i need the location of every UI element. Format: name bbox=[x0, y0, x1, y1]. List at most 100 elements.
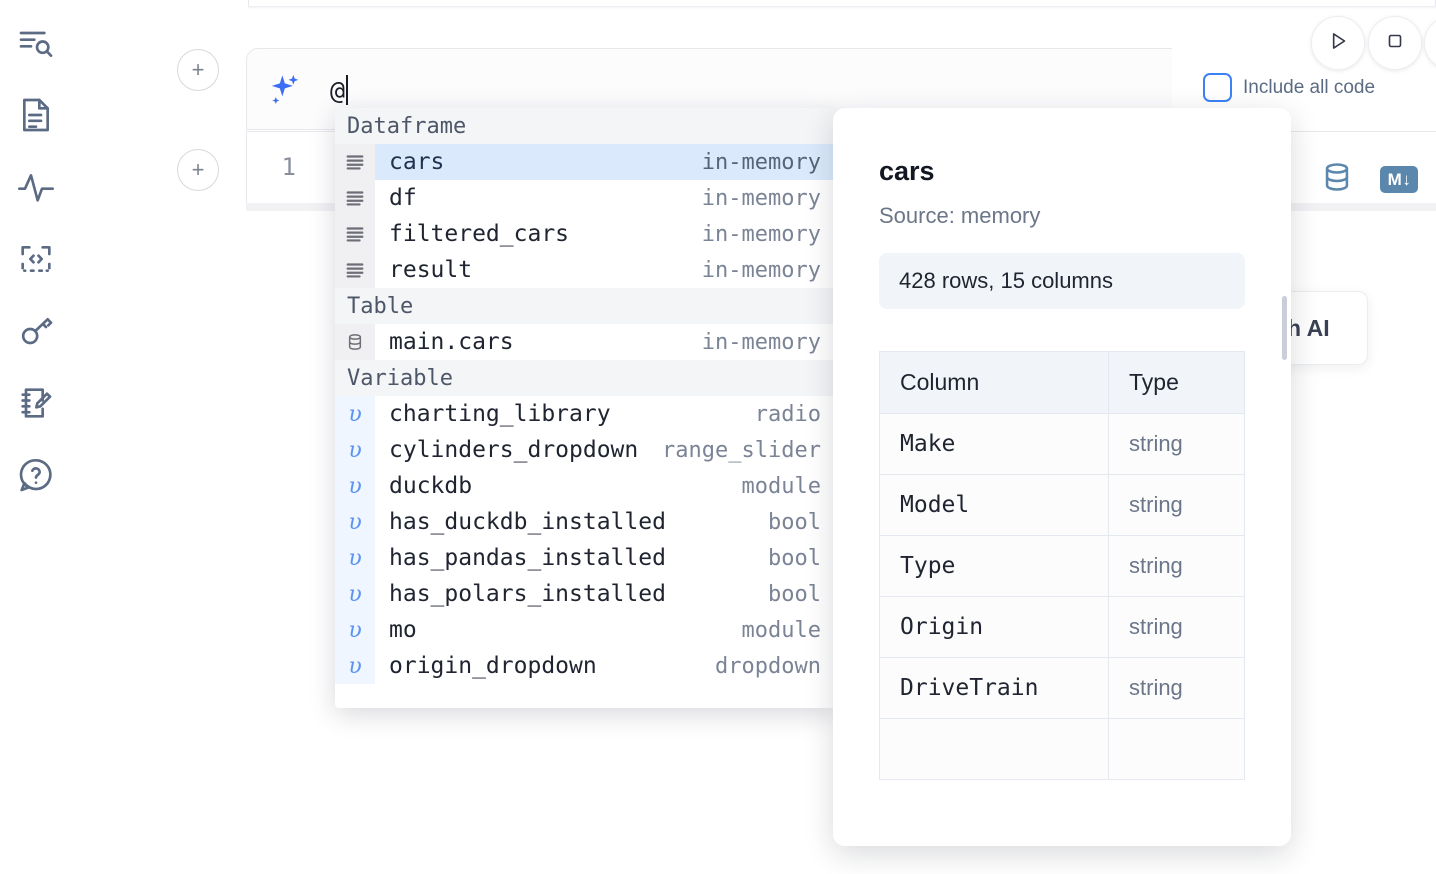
cell-column-name: Make bbox=[879, 413, 1109, 475]
file-explorer-search-icon bbox=[16, 23, 56, 63]
markdown-arrow: ↓ bbox=[1402, 169, 1411, 189]
scratchpad-edit-icon bbox=[16, 383, 56, 423]
cell-column-name: Type bbox=[879, 535, 1109, 597]
autocomplete-item-name: duckdb bbox=[389, 473, 473, 499]
autocomplete-item-type: in-memory bbox=[701, 185, 821, 211]
markdown-icon[interactable]: M↓ bbox=[1380, 166, 1418, 193]
autocomplete-item-name: cars bbox=[389, 149, 445, 175]
database-icon[interactable] bbox=[1320, 160, 1354, 199]
ai-prompt-input[interactable]: @ bbox=[330, 70, 349, 110]
variable-icon: υ bbox=[335, 576, 375, 612]
autocomplete-item[interactable]: main.cars in-memory bbox=[335, 324, 835, 360]
cell-column-type: string bbox=[1108, 413, 1245, 475]
add-cell-button-top[interactable]: + bbox=[177, 49, 219, 91]
details-scrollbar[interactable] bbox=[1282, 296, 1287, 360]
dataframe-list-icon bbox=[335, 144, 375, 180]
previous-cell-shadow bbox=[248, 6, 1436, 9]
autocomplete-item-type: module bbox=[741, 617, 821, 643]
include-all-code-checkbox[interactable] bbox=[1203, 73, 1232, 102]
sidebar-item-snippets[interactable] bbox=[12, 232, 60, 286]
code-snippet-icon bbox=[16, 239, 56, 279]
code-line-number: 1 bbox=[281, 153, 296, 181]
autocomplete-item-name: origin_dropdown bbox=[389, 653, 597, 679]
autocomplete-item-name: main.cars bbox=[389, 329, 514, 355]
header-type: Type bbox=[1108, 351, 1245, 414]
sidebar-item-file-explorer[interactable] bbox=[12, 16, 60, 70]
include-all-code-label: Include all code bbox=[1243, 76, 1376, 98]
details-title: cars bbox=[879, 156, 935, 186]
variable-icon: υ bbox=[335, 396, 375, 432]
stop-cell-button[interactable] bbox=[1368, 16, 1422, 70]
ai-sparkles-icon bbox=[264, 70, 304, 110]
cell-column-name bbox=[879, 718, 1109, 780]
autocomplete-item[interactable]: cars in-memory bbox=[335, 144, 835, 180]
sidebar-item-scratchpad[interactable] bbox=[12, 376, 60, 430]
key-icon bbox=[16, 311, 56, 351]
details-source: Source: memory bbox=[879, 203, 1041, 228]
dataframe-list-icon bbox=[335, 216, 375, 252]
sidebar-item-activity[interactable] bbox=[12, 160, 60, 214]
document-icon bbox=[16, 95, 56, 135]
sidebar-item-secrets[interactable] bbox=[12, 304, 60, 358]
autocomplete-item-type: in-memory bbox=[701, 221, 821, 247]
markdown-letter: M bbox=[1387, 169, 1402, 189]
table-header-row: Column Type bbox=[879, 351, 1245, 414]
code-cell-actions: M↓ bbox=[1320, 160, 1418, 199]
cell-column-type: string bbox=[1108, 596, 1245, 658]
play-icon bbox=[1325, 28, 1351, 59]
autocomplete-item-type: in-memory bbox=[701, 257, 821, 283]
variable-icon: υ bbox=[335, 612, 375, 648]
sidebar-item-notebook[interactable] bbox=[12, 88, 60, 142]
details-fade-overlay bbox=[833, 776, 1291, 846]
autocomplete-item-type: bool bbox=[768, 545, 821, 571]
autocomplete-item-name: cylinders_dropdown bbox=[389, 437, 639, 463]
autocomplete-group-variable: Variable bbox=[335, 360, 835, 396]
autocomplete-group-dataframe: Dataframe bbox=[335, 108, 835, 144]
cell-column-type: string bbox=[1108, 657, 1245, 719]
autocomplete-item-name: df bbox=[389, 185, 417, 211]
cell-column-name: DriveTrain bbox=[879, 657, 1109, 719]
autocomplete-item-name: charting_library bbox=[389, 401, 611, 427]
autocomplete-item-type: in-memory bbox=[701, 149, 821, 175]
autocomplete-item[interactable]: df in-memory bbox=[335, 180, 835, 216]
cell-column-type bbox=[1108, 718, 1245, 780]
run-cell-button[interactable] bbox=[1311, 16, 1365, 70]
help-question-icon bbox=[16, 455, 56, 495]
add-cell-button-bottom[interactable]: + bbox=[177, 149, 219, 191]
autocomplete-item-type: dropdown bbox=[715, 653, 821, 679]
table-row bbox=[879, 718, 1245, 780]
dataframe-details-panel: cars Source: memory 428 rows, 15 columns… bbox=[833, 108, 1291, 846]
sidebar-item-help[interactable] bbox=[12, 448, 60, 502]
dataframe-list-icon bbox=[335, 180, 375, 216]
autocomplete-item-name: has_polars_installed bbox=[389, 581, 666, 607]
cell-column-name: Origin bbox=[879, 596, 1109, 658]
autocomplete-item[interactable]: result in-memory bbox=[335, 252, 835, 288]
autocomplete-item-name: filtered_cars bbox=[389, 221, 570, 247]
autocomplete-item-type: bool bbox=[768, 509, 821, 535]
variable-icon: υ bbox=[335, 504, 375, 540]
autocomplete-item-name: result bbox=[389, 257, 473, 283]
more-actions-button[interactable] bbox=[1424, 16, 1436, 70]
include-all-code-row[interactable]: Include all code bbox=[1203, 73, 1375, 102]
variable-icon: υ bbox=[335, 540, 375, 576]
autocomplete-item-type: range_slider bbox=[662, 437, 821, 463]
autocomplete-item[interactable]: υ charting_library radio bbox=[335, 396, 835, 432]
left-sidebar-rail bbox=[0, 0, 72, 874]
autocomplete-item[interactable]: filtered_cars in-memory bbox=[335, 216, 835, 252]
autocomplete-item-type: in-memory bbox=[701, 329, 821, 355]
autocomplete-item-type: radio bbox=[754, 401, 821, 427]
